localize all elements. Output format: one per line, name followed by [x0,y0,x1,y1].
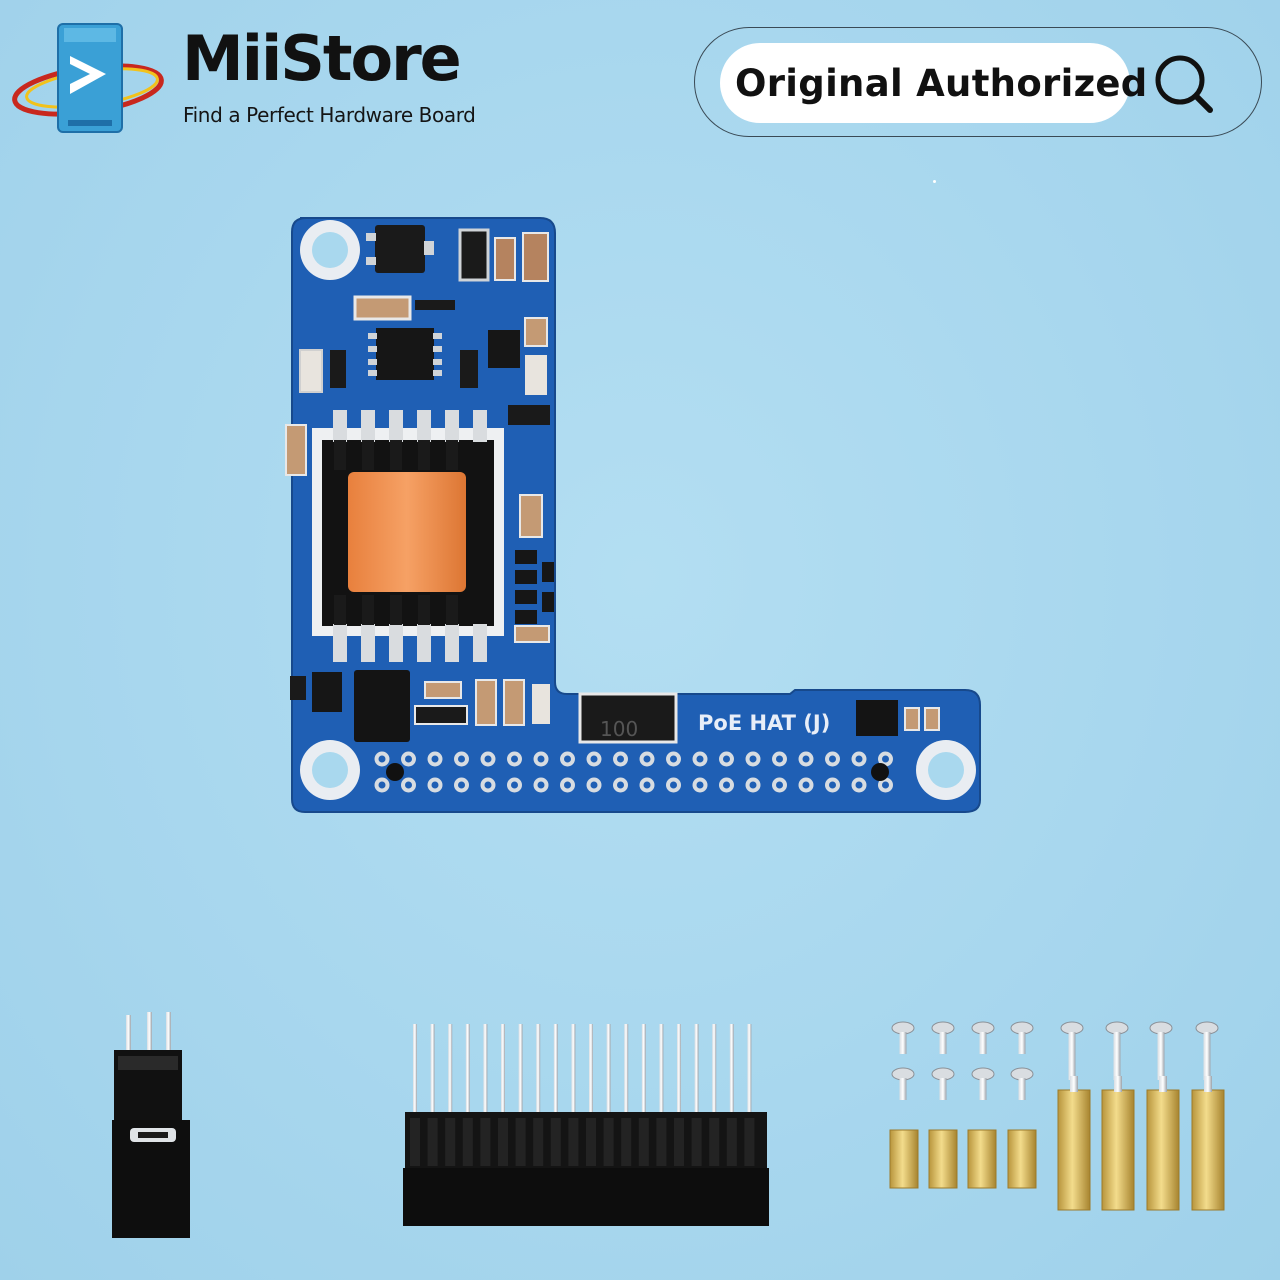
search-bar[interactable] [694,27,1262,137]
search-input[interactable] [720,43,1130,123]
board-label: PoE HAT (J) [698,711,830,735]
brand-tagline: Find a Perfect Hardware Board [183,103,476,127]
search-icon[interactable] [1150,50,1216,116]
miistore-logo[interactable] [10,18,170,138]
stacking-header [403,1024,769,1226]
pcb-board: 100 PoE HAT (J) [285,217,981,813]
screws-and-standoffs [889,1021,1225,1211]
search-text: Original Authorized [735,62,1148,105]
inductor-label: 100 [600,717,638,741]
gpio-header-holes [374,751,893,793]
brand-name: MiiStore [182,22,462,95]
speck [933,180,936,183]
jumper-header [112,1012,190,1238]
